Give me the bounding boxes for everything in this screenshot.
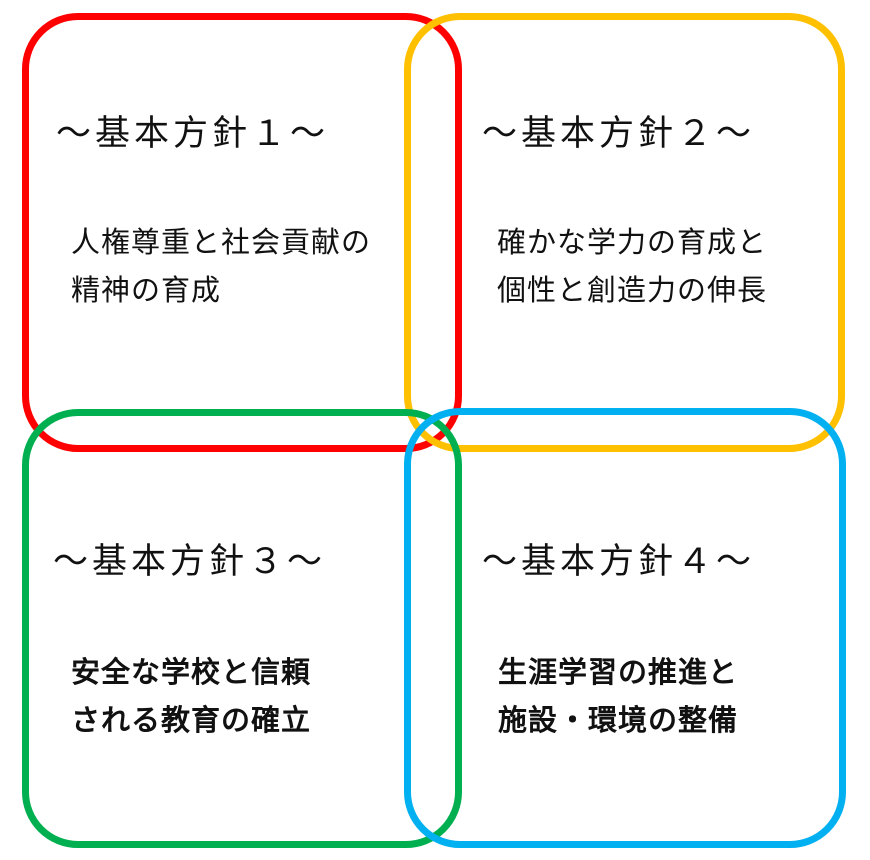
policy-3-frame (22, 409, 462, 848)
policy-4-line-1: 生涯学習の推進と (498, 655, 739, 689)
policy-3-description: 安全な学校と信頼 される教育の確立 (71, 648, 311, 744)
policy-2-line-2: 個性と創造力の伸長 (497, 273, 768, 307)
policy-4-line-2: 施設・環境の整備 (498, 703, 739, 737)
policy-3-line-2: される教育の確立 (71, 703, 312, 737)
policy-2-description: 確かな学力の育成と 個性と創造力の伸長 (497, 218, 767, 314)
policy-2-frame (404, 13, 845, 452)
policy-3-line-1: 安全な学校と信頼 (71, 655, 312, 689)
policy-1-description: 人権尊重と社会貢献の 精神の育成 (71, 218, 371, 314)
policy-4-frame (404, 408, 846, 848)
policy-1-line-2: 精神の育成 (71, 273, 222, 307)
policy-2-line-1: 確かな学力の育成と (497, 225, 768, 259)
policy-1-line-1: 人権尊重と社会貢献の (71, 225, 372, 259)
policy-1-frame (22, 13, 462, 452)
policy-1-title: ～基本方針１～ (56, 114, 330, 154)
policy-3-title: ～基本方針３～ (53, 542, 327, 582)
policy-4-description: 生涯学習の推進と 施設・環境の整備 (498, 648, 738, 744)
policy-2-title: ～基本方針２～ (482, 114, 756, 154)
policy-4-title: ～基本方針４～ (482, 542, 756, 582)
